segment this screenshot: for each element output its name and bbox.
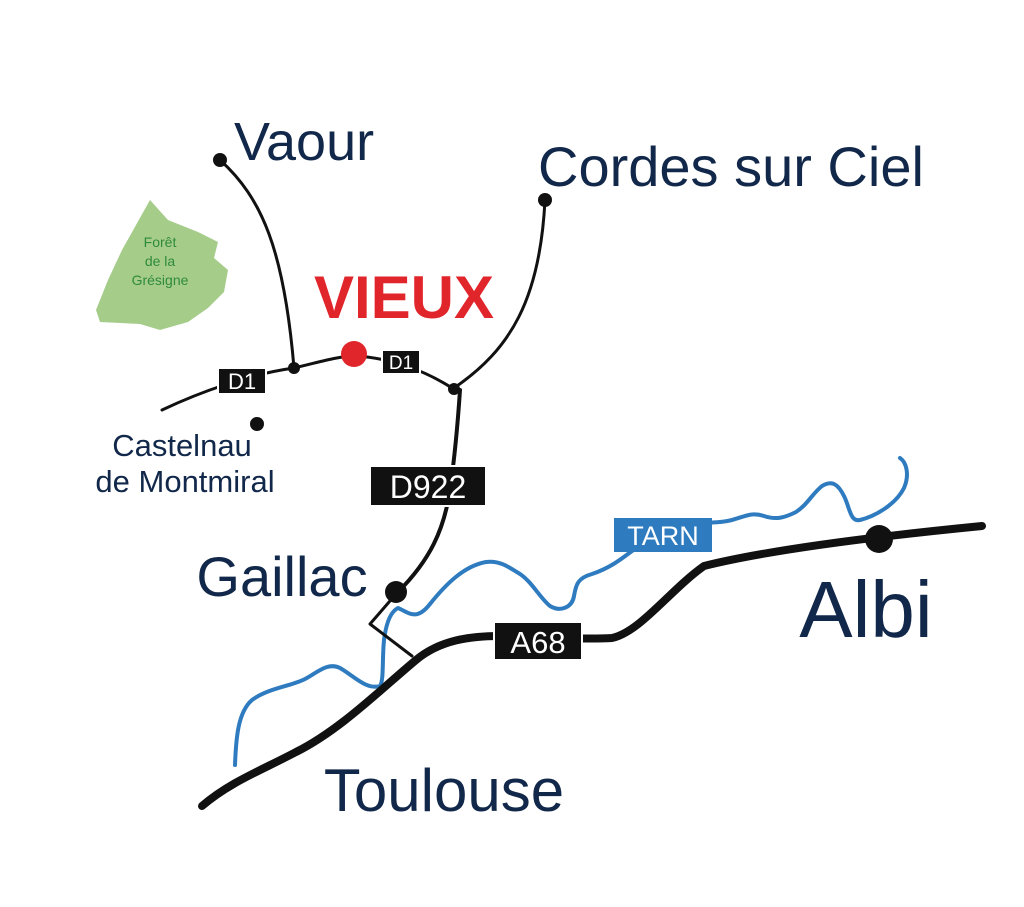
label-vieux: VIEUX — [314, 264, 494, 331]
road-cordes — [452, 198, 547, 390]
dot-vaour — [213, 153, 227, 167]
badge-d1-east-label: D1 — [389, 353, 413, 374]
badge-tarn-label: TARN — [627, 521, 699, 551]
forest-shape — [96, 200, 228, 330]
label-vaour: Vaour — [234, 112, 374, 172]
label-gaillac: Gaillac — [196, 545, 367, 608]
label-cordes: Cordes sur Ciel — [538, 135, 924, 198]
badge-d1-west: D1 — [217, 367, 267, 395]
dot-gaillac — [385, 581, 407, 603]
dot-vieux — [341, 341, 367, 367]
road-d1-east — [292, 354, 454, 390]
roads — [160, 158, 986, 810]
forest-label-line2: de la — [145, 253, 176, 269]
badge-d1-west-label: D1 — [228, 369, 256, 394]
dot-cordes — [538, 193, 552, 207]
badge-d922: D922 — [369, 465, 487, 507]
badge-d922-label: D922 — [390, 469, 467, 505]
dot-castelnau — [250, 417, 264, 431]
forest-label-line3: Grésigne — [132, 272, 189, 288]
dot-albi — [865, 525, 893, 553]
label-castelnau-line1: Castelnau — [112, 428, 252, 463]
forest-label-line1: Forêt — [144, 234, 177, 250]
badge-a68: A68 — [493, 621, 583, 661]
dot-junction-west — [288, 362, 300, 374]
badge-a68-label: A68 — [510, 625, 565, 660]
badge-d1-east: D1 — [381, 349, 421, 375]
label-toulouse: Toulouse — [324, 757, 564, 824]
road-vaour — [218, 158, 296, 370]
forest-area: Forêt de la Grésigne — [96, 200, 228, 330]
river-tarn — [233, 456, 909, 767]
road-gaillac-link — [368, 592, 414, 658]
label-castelnau-line2: de Montmiral — [95, 464, 274, 499]
dot-junction-east — [448, 383, 460, 395]
badge-tarn: TARN — [614, 518, 712, 552]
label-albi: Albi — [799, 565, 932, 654]
